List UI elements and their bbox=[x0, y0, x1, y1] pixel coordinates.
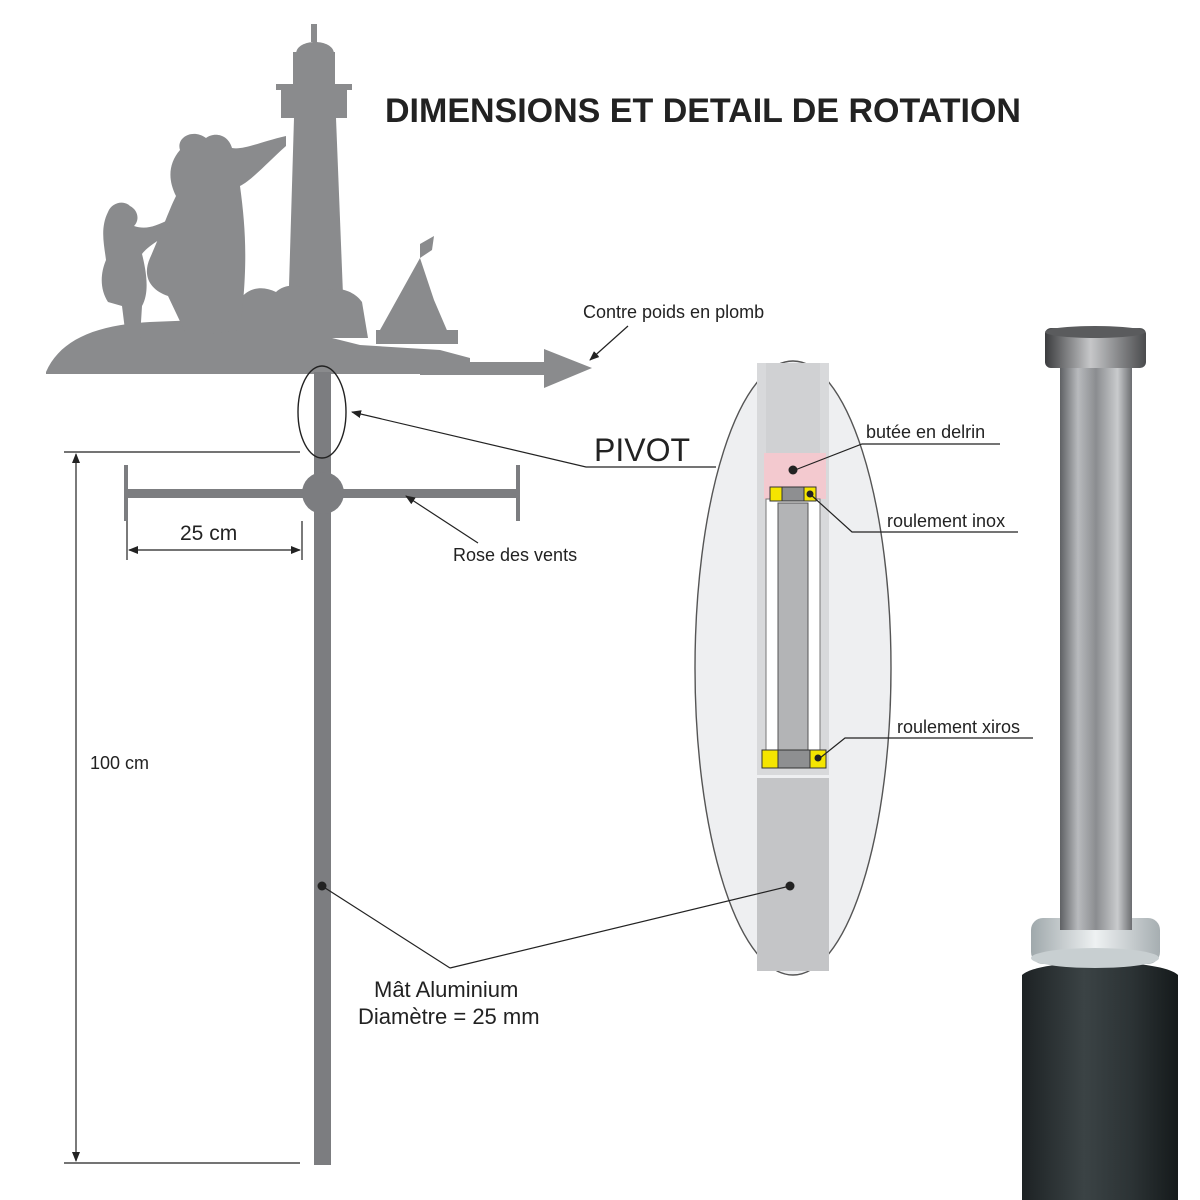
compass-rose bbox=[124, 465, 520, 521]
compass-rose-leader bbox=[405, 495, 479, 544]
counterweight-leader bbox=[589, 325, 629, 361]
pivot-highlight-oval bbox=[297, 365, 347, 459]
pivot-rod-photo bbox=[1022, 326, 1178, 1200]
mast bbox=[314, 372, 331, 1165]
mast-label-line2: Diamètre = 25 mm bbox=[358, 1004, 540, 1029]
weathervane-silhouette bbox=[46, 24, 592, 388]
width-dim-label: 25 cm bbox=[180, 522, 237, 545]
width-dimension: 25 cm bbox=[126, 521, 303, 560]
mast-leader-detail bbox=[449, 885, 791, 969]
inox-bearing-left bbox=[769, 486, 783, 502]
page-title: DIMENSIONS ET DETAIL DE ROTATION bbox=[385, 92, 1021, 130]
pivot-detail bbox=[694, 360, 892, 976]
delrin-stop-label: butée en delrin bbox=[866, 422, 985, 442]
height-dimension: 100 cm bbox=[64, 451, 300, 1164]
pivot-label: PIVOT bbox=[594, 432, 690, 468]
xiros-bearing-leader bbox=[819, 737, 1033, 759]
pivot-leader bbox=[351, 410, 716, 468]
xiros-bearing-left bbox=[761, 749, 779, 769]
inox-bearing-label: roulement inox bbox=[887, 511, 1005, 531]
height-dim-label: 100 cm bbox=[90, 753, 149, 773]
compass-rose-label: Rose des vents bbox=[453, 545, 577, 565]
delrin-stop-leader bbox=[794, 443, 1000, 471]
mast-label-line1: Mât Aluminium bbox=[374, 977, 518, 1002]
xiros-bearing-label: roulement xiros bbox=[897, 717, 1020, 737]
counterweight-label: Contre poids en plomb bbox=[583, 302, 764, 322]
mast-leader-main bbox=[321, 885, 451, 969]
inox-bearing-leader bbox=[809, 493, 1018, 533]
